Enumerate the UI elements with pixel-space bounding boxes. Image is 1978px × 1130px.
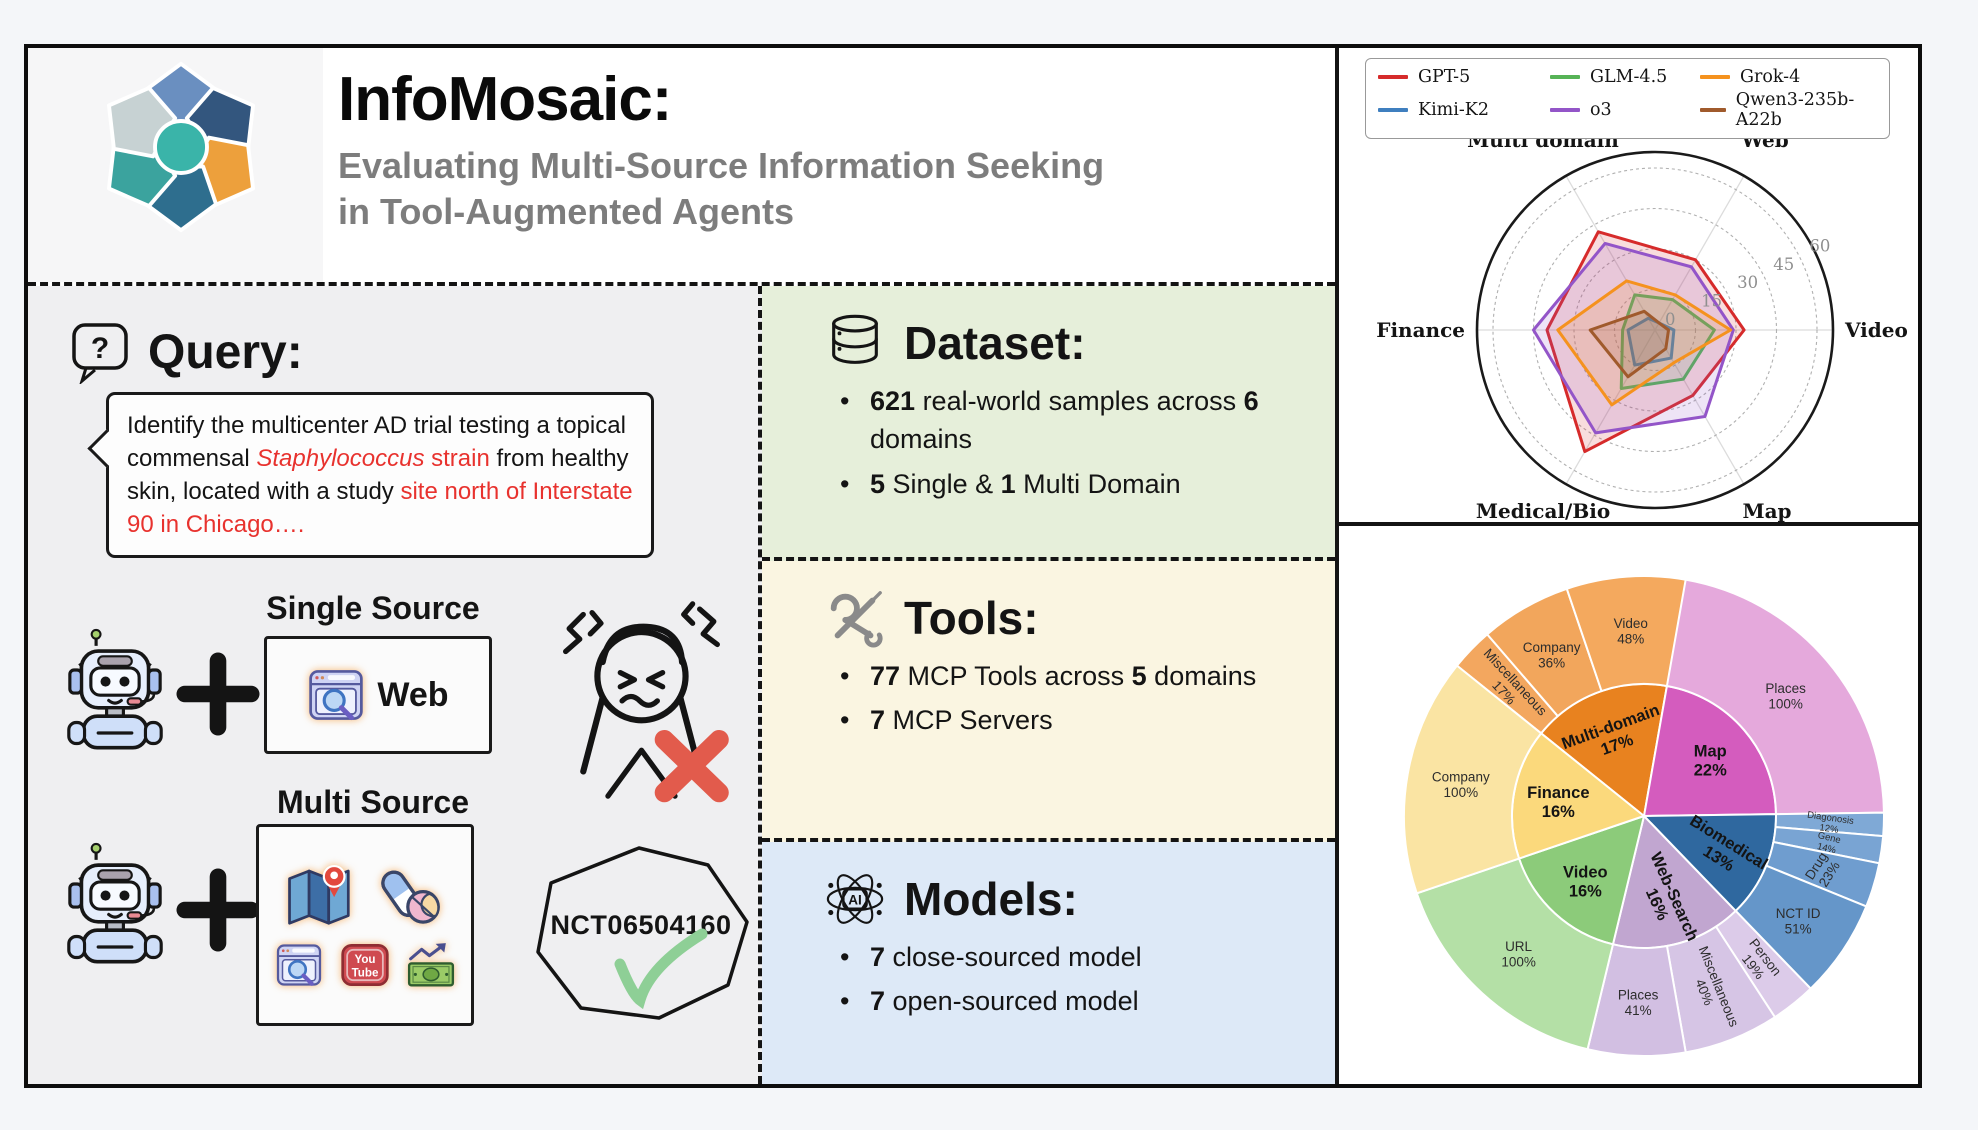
youtube-icon [340,941,390,989]
legend-label: o3 [1590,100,1612,120]
header: InfoMosaic: Evaluating Multi-Source Info… [28,48,1335,286]
headache-person-icon [548,594,742,806]
svg-text:60: 60 [1809,236,1830,255]
svg-text:Drug23%: Drug23% [1802,850,1843,891]
legend-label: Kimi-K2 [1418,100,1489,120]
map-icon [283,861,357,931]
multi-source-box [256,824,474,1026]
query-text-bubble: Identify the multicenter AD trial testin… [87,392,654,559]
svg-text:Map: Map [1742,499,1791,522]
models-bullets: •7 close-sourced model •7 open-sourced mo… [840,938,1260,1021]
dataset-bullets: •621 real-world samples across 6 domains… [840,382,1260,503]
legend-item: Grok-4 [1700,67,1877,87]
svg-text:45: 45 [1773,255,1794,274]
legend-swatch [1550,75,1580,79]
legend-item: GPT-5 [1378,67,1550,87]
page-title: InfoMosaic: [338,65,672,134]
svg-text:15: 15 [1701,292,1722,311]
robot-icon [62,628,168,754]
single-source-label: Single Source [266,590,480,626]
legend-swatch [1378,108,1408,112]
badge-outline [536,846,749,1020]
figure-frame: InfoMosaic: Evaluating Multi-Source Info… [24,44,1922,1088]
money-chart-icon [406,941,456,989]
legend-label: Grok-4 [1740,67,1801,87]
bullet-item: •7 open-sourced model [840,986,1139,1017]
subtitle-line-1: Evaluating Multi-Source Information Seek… [338,145,1105,186]
bubble-tail [87,429,126,468]
tools-box: Tools: •77 MCP Tools across 5 domains •7 … [762,561,1335,842]
models-heading: Models: [904,873,1078,925]
legend-label: GLM-4.5 [1590,67,1668,87]
legend-item: Qwen3-235b-A22b [1700,90,1877,130]
ai-atom-icon [824,868,886,930]
legend-item: o3 [1550,90,1700,130]
browser-search-icon [274,941,324,989]
infomosaic-logo-icon [106,61,256,233]
tools-icon [824,587,886,649]
database-icon [824,312,886,374]
svg-text:Video: Video [1844,318,1908,342]
check-icon [614,928,708,1010]
plus-icon [176,652,260,736]
legend-swatch [1700,75,1730,79]
bullet-item: •621 real-world samples across 6 domains [840,386,1259,455]
subtitle-line-2: in Tool-Augmented Agents [338,191,794,233]
plus-icon [176,868,260,952]
legend-item: Kimi-K2 [1378,90,1550,130]
svg-text:Finance: Finance [1376,318,1465,342]
dataset-heading: Dataset: [904,317,1086,369]
query-heading: Query: [148,325,303,379]
tools-heading: Tools: [904,592,1039,644]
bullet-item: •77 MCP Tools across 5 domains [840,661,1257,691]
bullet-item: •7 close-sourced model [840,942,1142,972]
web-source-label: Web [377,675,449,714]
legend-swatch [1550,108,1580,112]
legend-item: GLM-4.5 [1550,67,1700,87]
multi-source-label: Multi Source [276,784,469,820]
page-subtitle: Evaluating Multi-Source Information Seek… [338,143,1104,235]
svg-text:30: 30 [1737,273,1758,292]
legend-label: GPT-5 [1418,67,1471,87]
legend-swatch [1378,75,1408,79]
single-source-box: Web [264,636,492,754]
bullet-item: •5 Single & 1 Multi Domain [840,468,1181,499]
legend-swatch [1700,108,1726,112]
svg-text:0: 0 [1665,310,1676,329]
robot-icon [62,842,168,968]
pills-icon [373,861,447,931]
bullet-item: •7 MCP Servers [840,705,1053,736]
tools-bullets: •77 MCP Tools across 5 domains •7 MCP Ser… [840,657,1260,740]
svg-text:Gene14%: Gene14% [1814,830,1842,857]
svg-text:Medical/Bio: Medical/Bio [1476,499,1610,522]
models-box: Models: •7 close-sourced model •7 open-so… [762,842,1335,1084]
web-search-icon [307,666,365,724]
query-panel: Query: Identify the multicenter AD trial… [28,286,762,1084]
dataset-box: Dataset: •621 real-world samples across … [762,286,1335,561]
speech-bubble-question-icon [68,320,132,384]
legend-label: Qwen3-235b-A22b [1735,90,1855,130]
answer-badge: NCT06504160 [528,842,754,1024]
